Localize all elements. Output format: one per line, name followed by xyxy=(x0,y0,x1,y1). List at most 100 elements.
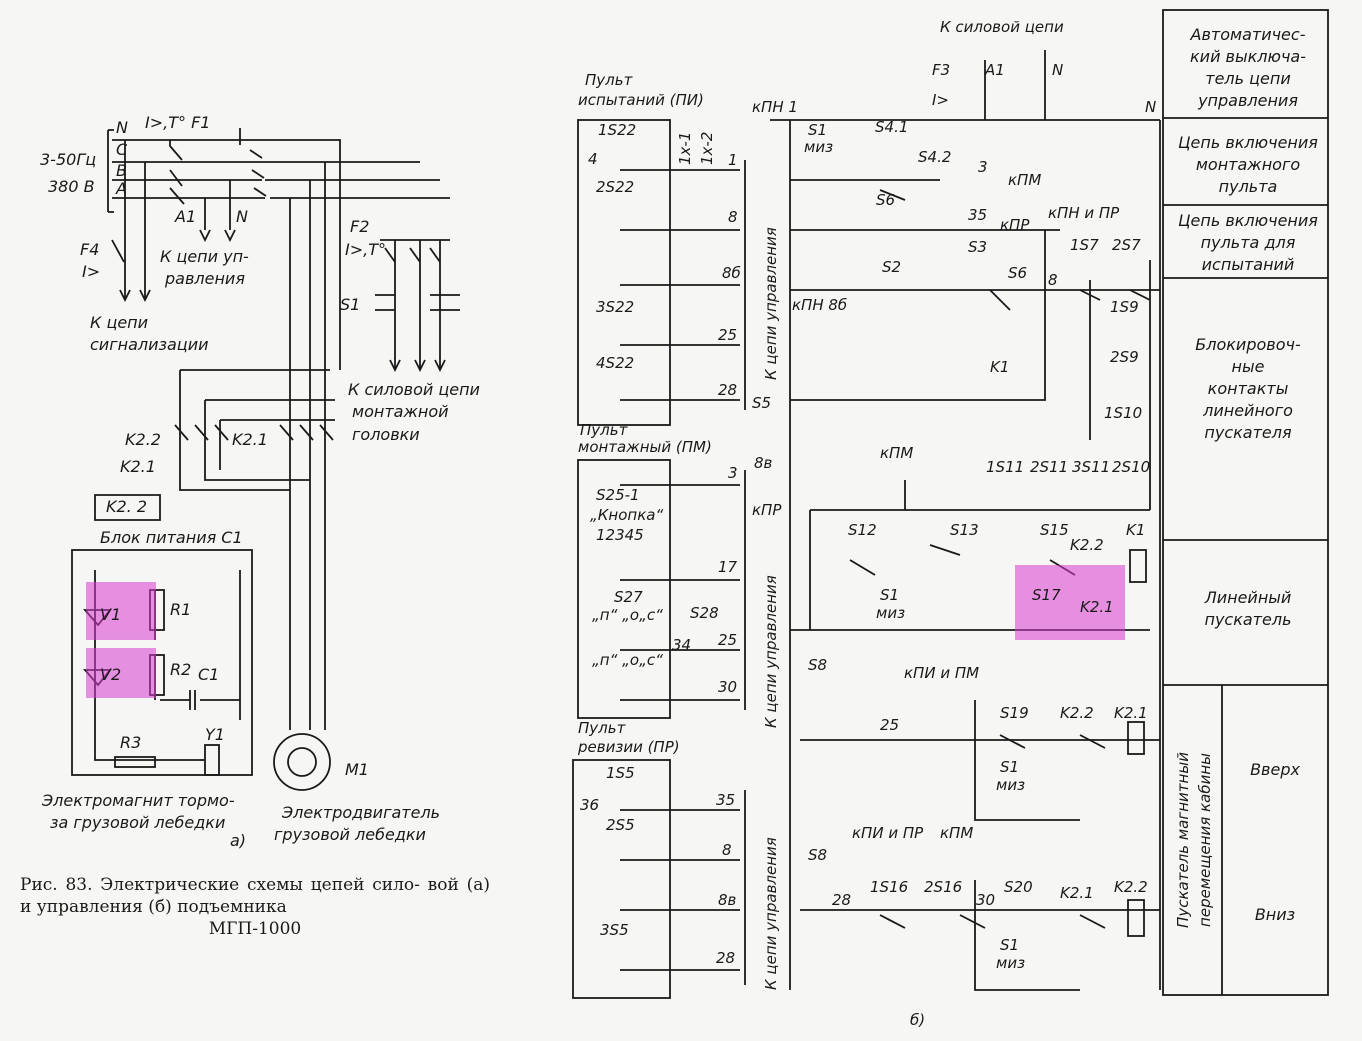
wire-pr-35: 35 xyxy=(716,791,735,809)
s10-label: 1S10 xyxy=(1104,404,1142,422)
kpn1-label: кПН 1 xyxy=(752,98,798,116)
n3-label: 3 xyxy=(978,158,988,176)
s35pr-label: 3S5 xyxy=(600,921,629,939)
s4s22-label: 4S22 xyxy=(596,354,634,372)
wire-pi-8: 8 xyxy=(728,208,738,226)
legend-box3-1: Цепь включения xyxy=(1178,211,1318,230)
legend-box3-2: пульта для xyxy=(1201,233,1296,252)
y1-label: Y1 xyxy=(205,725,225,744)
s2s22-label: 2S22 xyxy=(596,178,634,196)
s1miz-3: S1 xyxy=(880,586,899,604)
power-mount-2: монтажной xyxy=(352,402,449,421)
s1miz-5: S1 xyxy=(1000,758,1019,776)
supply-voltage: 380 В xyxy=(48,177,95,196)
x1-label: 1х-1 xyxy=(676,132,694,165)
s2-label: S2 xyxy=(882,258,901,276)
s11-1: 1S11 xyxy=(986,458,1024,476)
k21-label-b: K2.1 xyxy=(1080,598,1114,616)
legend-box1-1: Автоматичес- xyxy=(1190,25,1306,44)
brake-2: за грузовой лебедки xyxy=(50,813,225,832)
s1-label: S1 xyxy=(340,295,360,314)
legend-box5-1: Линейный xyxy=(1204,588,1292,607)
legend-up: Вверх xyxy=(1250,760,1300,779)
r3-label: R3 xyxy=(120,733,141,752)
phase-c: C xyxy=(116,140,128,159)
legend-box3-3: испытаний xyxy=(1202,255,1295,274)
f4-label: F4 xyxy=(80,240,99,259)
legend-box1-4: управления xyxy=(1197,91,1298,110)
breaker-f1 xyxy=(169,140,185,205)
s13-label: S13 xyxy=(950,521,979,539)
f2-label: F2 xyxy=(350,217,369,236)
n8-label: 8 xyxy=(1048,271,1058,289)
legend-box6-1: Пускатель магнитный xyxy=(1174,752,1192,928)
s8-label-2: S8 xyxy=(808,846,827,864)
k22c-label: K2.2 xyxy=(1114,878,1148,896)
legend-box4-4: линейного xyxy=(1202,401,1293,420)
s11-2: 2S11 xyxy=(1030,458,1068,476)
s1miz-6: миз xyxy=(996,776,1025,794)
kpm2-label: кПМ xyxy=(880,444,913,462)
s1miz-4: миз xyxy=(876,604,905,622)
k2-2-label: K2. 2 xyxy=(106,497,147,516)
r2-label: R2 xyxy=(170,660,191,679)
pm-panel-1: Пульт xyxy=(580,421,629,439)
panel-pi xyxy=(577,119,671,426)
pi-panel-1: Пульт xyxy=(585,71,634,89)
signal-circuit-1: К цепи xyxy=(90,313,148,332)
motor-1: Электродвигатель xyxy=(281,803,440,822)
k21c-label: K2.1 xyxy=(1060,884,1094,902)
pm-panel-2: монтажный (ПМ) xyxy=(578,438,712,456)
kpm3-label: кПМ xyxy=(940,824,973,842)
s7-1: 1S7 xyxy=(1070,236,1099,254)
kpn-pr-label: кПН и ПР xyxy=(1048,204,1120,222)
wire-pi-8b: 8б xyxy=(722,264,741,282)
highlight-v1 xyxy=(86,582,156,640)
k21b-label-b: K2.1 xyxy=(1114,704,1148,722)
wire-pm-17: 17 xyxy=(718,558,738,576)
s25-label-1: S25-1 xyxy=(596,486,640,504)
panel-pr xyxy=(572,759,671,999)
kpm-label: кПМ xyxy=(1008,171,1041,189)
kpr2-label: кПР xyxy=(752,501,782,519)
s5-label: S5 xyxy=(752,394,771,412)
wire-pr-28: 28 xyxy=(716,949,735,967)
k22-label: K2.2 xyxy=(125,430,161,449)
n36-label: 36 xyxy=(580,796,599,814)
k1b-label: K1 xyxy=(1126,521,1145,539)
highlight-s17 xyxy=(1015,565,1125,640)
pos-poc-1: „п“ „о„с“ xyxy=(592,606,663,624)
s8-label-1: S8 xyxy=(808,656,827,674)
v2-label: V2 xyxy=(100,665,121,684)
caption-line-1: Рис. 83. Электрические схемы цепей сило- xyxy=(20,875,420,895)
phase-b: B xyxy=(116,161,127,180)
f2-i: I>,T° xyxy=(345,240,386,259)
k21-label: K2.1 xyxy=(120,457,156,476)
brake-1: Электромагнит тормо- xyxy=(41,791,235,810)
legend-box5-2: пускатель xyxy=(1204,610,1291,629)
s11-3: 3S11 xyxy=(1072,458,1110,476)
phase-n: N xyxy=(116,118,128,137)
kpi-pm-label: кПИ и ПМ xyxy=(904,664,979,682)
legend-box6-2: перемещения кабины xyxy=(1196,753,1214,927)
s20-label: S20 xyxy=(1004,878,1033,896)
pos-poc-2: „п“ „о„с“ xyxy=(592,651,663,669)
pr-panel-2: ревизии (ПР) xyxy=(577,738,680,756)
breaker-f1-label: I>,T° F1 xyxy=(145,113,210,132)
i-gt-label: I> xyxy=(932,91,949,109)
part-a-label: а) xyxy=(230,831,246,850)
caption-line-3: МГП-1000 xyxy=(208,919,302,939)
pr-panel-1: Пульт xyxy=(578,719,627,737)
s12-label: S12 xyxy=(848,521,877,539)
k22b-label: K2.2 xyxy=(1060,704,1094,722)
to-control-3: К цепи управления xyxy=(762,837,780,990)
s42-label: S4.2 xyxy=(918,148,951,166)
n-right-label: N xyxy=(1145,98,1156,116)
phase-a: A xyxy=(115,179,127,198)
s25-label-2: „Кнопка“ xyxy=(590,506,663,524)
s41-label: S4.1 xyxy=(875,118,908,136)
wire-pm-30: 30 xyxy=(718,678,737,696)
c1-label: C1 xyxy=(198,665,219,684)
panel-pm xyxy=(577,459,671,719)
